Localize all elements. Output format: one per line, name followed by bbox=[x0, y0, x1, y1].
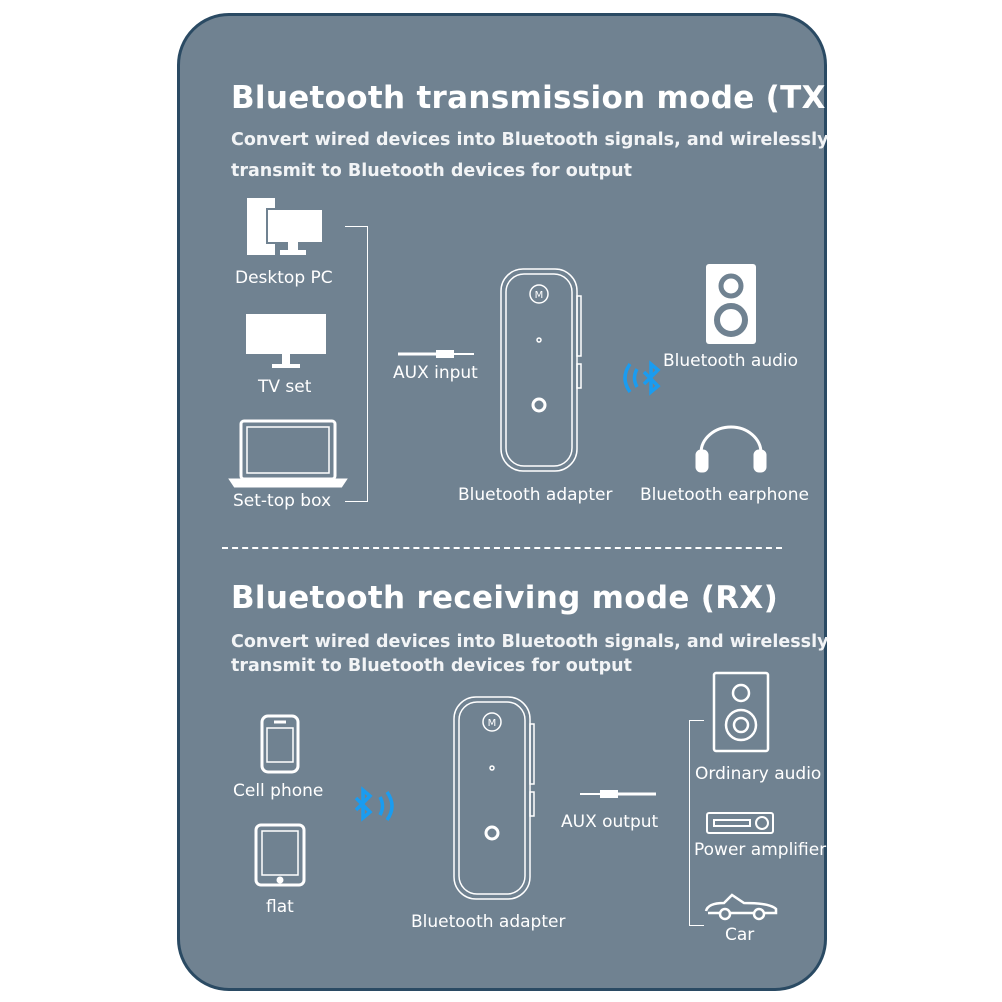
tx-title: Bluetooth transmission mode (TX) bbox=[231, 80, 841, 116]
bluetooth-audio-label: Bluetooth audio bbox=[663, 351, 799, 371]
tablet-icon bbox=[254, 823, 306, 887]
rx-adapter-label: Bluetooth adapter bbox=[411, 912, 566, 932]
aux-cable-icon bbox=[580, 790, 656, 798]
tx-source-bracket bbox=[345, 226, 368, 502]
bluetooth-adapter-icon: M bbox=[453, 696, 535, 900]
car-label: Car bbox=[725, 925, 755, 945]
rx-desc-line2: transmit to Bluetooth devices for output bbox=[231, 656, 632, 676]
power-amplifier-label: Power amplifier bbox=[694, 840, 827, 860]
bluetooth-adapter-icon: M bbox=[500, 268, 582, 472]
desktop-pc-icon bbox=[247, 198, 324, 255]
tx-adapter-label: Bluetooth adapter bbox=[458, 485, 613, 505]
bluetooth-earphone-label: Bluetooth earphone bbox=[640, 485, 809, 505]
aux-input-label: AUX input bbox=[393, 363, 478, 383]
rx-output-bracket bbox=[689, 720, 704, 926]
bluetooth-signal-icon bbox=[354, 786, 394, 822]
svg-text:M: M bbox=[488, 718, 497, 729]
set-top-box-label: Set-top box bbox=[233, 491, 332, 511]
desktop-pc-label: Desktop PC bbox=[235, 268, 333, 288]
rx-title: Bluetooth receiving mode (RX) bbox=[231, 580, 779, 616]
tx-desc-line1: Convert wired devices into Bluetooth sig… bbox=[231, 130, 829, 150]
headphones-icon bbox=[695, 425, 767, 473]
cell-phone-icon bbox=[260, 714, 300, 774]
tx-desc-line2: transmit to Bluetooth devices for output bbox=[231, 161, 632, 181]
cell-phone-label: Cell phone bbox=[233, 781, 324, 801]
speaker-icon bbox=[712, 671, 770, 753]
set-top-box-icon bbox=[228, 419, 348, 488]
speaker-icon bbox=[706, 264, 756, 344]
svg-text:M: M bbox=[535, 290, 544, 301]
car-icon bbox=[704, 893, 778, 921]
tv-label: TV set bbox=[258, 377, 312, 397]
power-amplifier-icon bbox=[706, 812, 774, 834]
section-divider bbox=[222, 547, 782, 549]
infographic-card bbox=[177, 13, 827, 991]
ordinary-audio-label: Ordinary audio bbox=[695, 764, 822, 784]
bluetooth-signal-icon bbox=[623, 360, 661, 396]
aux-output-label: AUX output bbox=[561, 812, 659, 832]
tv-icon bbox=[246, 314, 326, 368]
flat-label: flat bbox=[266, 897, 294, 917]
aux-cable-icon bbox=[398, 350, 474, 358]
rx-desc-line1: Convert wired devices into Bluetooth sig… bbox=[231, 632, 829, 652]
